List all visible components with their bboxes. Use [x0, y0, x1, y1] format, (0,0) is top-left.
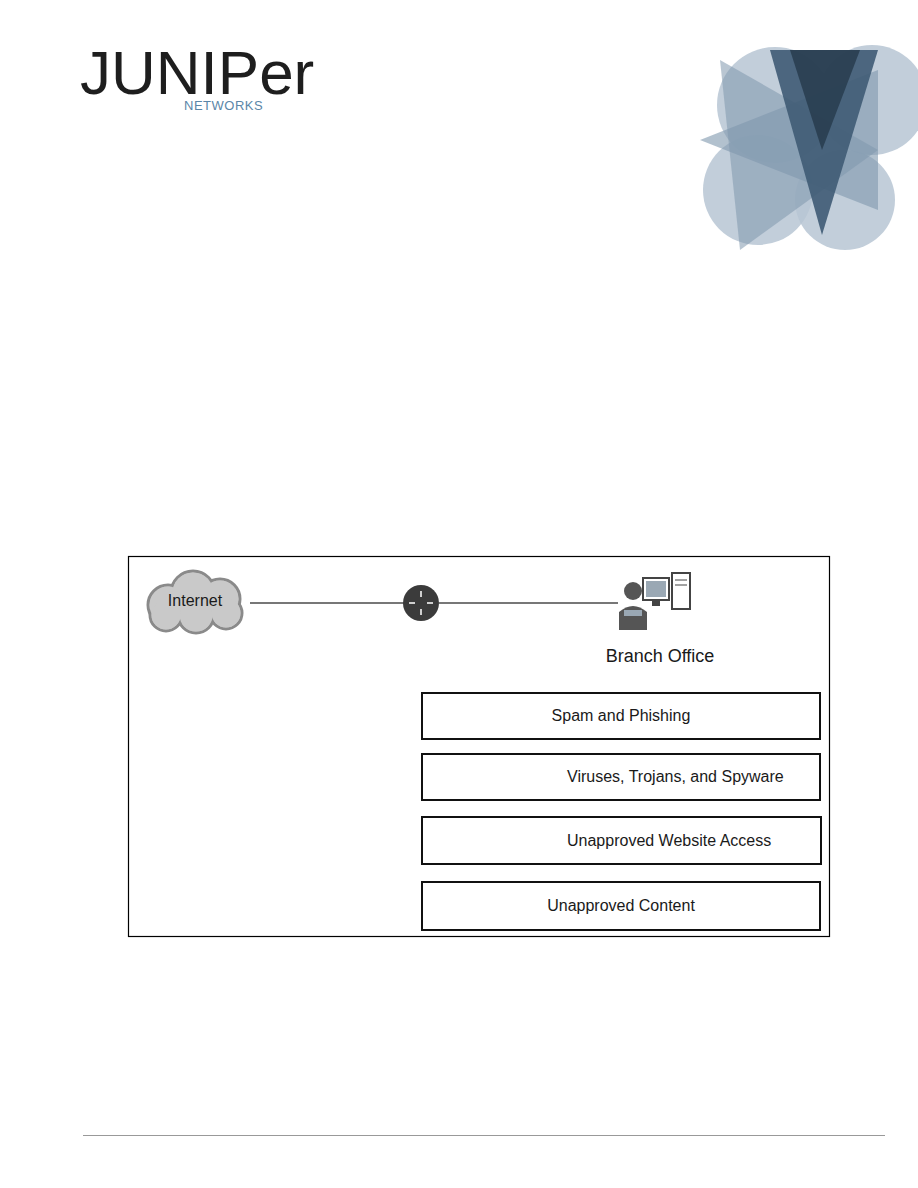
box-label: Spam and Phishing: [552, 707, 691, 725]
user-workstation: [619, 573, 690, 630]
footer-rule: [83, 1135, 885, 1136]
threat-box: Unapproved Website Access: [421, 816, 822, 865]
diagram-frame: [129, 557, 830, 937]
flower-logo: [700, 45, 918, 250]
router-symbol: [403, 585, 439, 621]
threat-box: Unapproved Content: [421, 881, 821, 931]
network-link: [250, 602, 405, 604]
logo-wordmark: JUNIPer: [80, 42, 314, 104]
threat-box: Spam and Phishing: [421, 692, 821, 740]
network-link: [439, 602, 618, 604]
box-label: Viruses, Trojans, and Spyware: [567, 768, 784, 786]
cloud-label: Internet: [168, 592, 222, 610]
threat-box: Viruses, Trojans, and Spyware: [421, 753, 821, 801]
cloud-node: Internet: [138, 563, 252, 639]
logo-subtitle: NETWORKS: [184, 99, 263, 112]
box-label: Unapproved Content: [547, 897, 695, 915]
site-label: Branch Office: [606, 647, 715, 665]
box-label: Unapproved Website Access: [567, 832, 771, 850]
